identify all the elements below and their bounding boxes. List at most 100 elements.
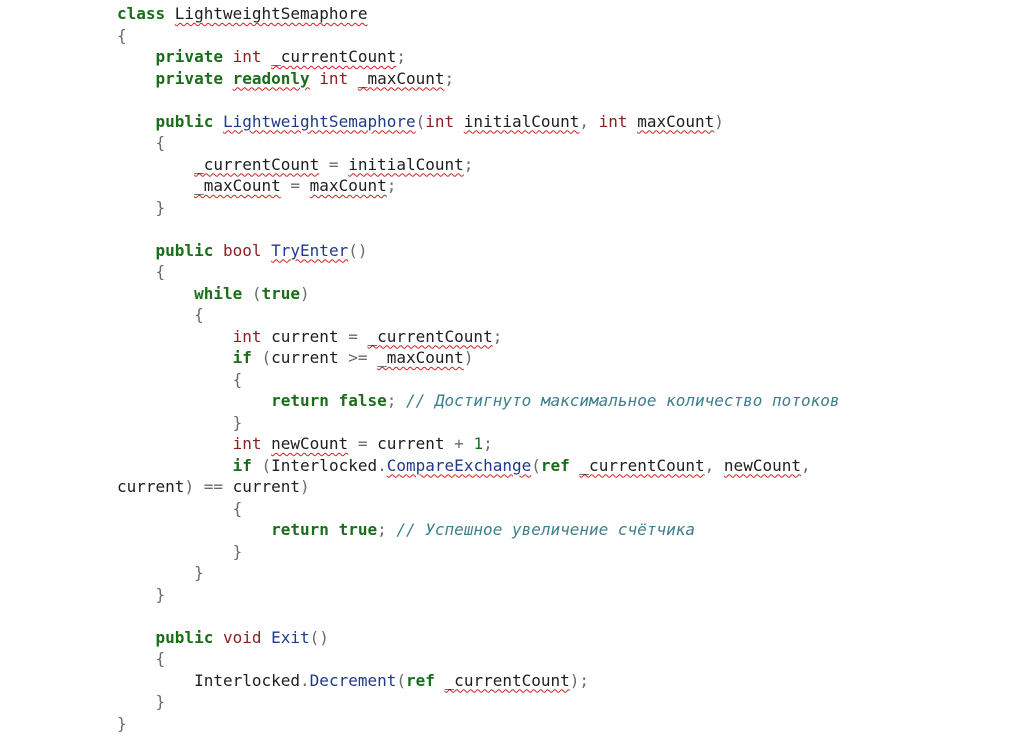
code-line: private readonly int _maxCount; bbox=[117, 68, 455, 90]
code-token bbox=[117, 348, 233, 367]
code-token: Interlocked bbox=[271, 455, 378, 475]
code-token: >= bbox=[338, 348, 378, 367]
code-token: ); bbox=[569, 670, 590, 690]
code-line: } bbox=[117, 584, 166, 606]
code-token bbox=[117, 327, 233, 346]
code-token: TryEnter bbox=[271, 240, 349, 260]
code-token: _currentCount bbox=[271, 47, 397, 66]
code-token: ref bbox=[406, 670, 445, 690]
code-line: } bbox=[117, 197, 166, 219]
code-token: ) bbox=[463, 348, 474, 367]
code-token bbox=[117, 499, 233, 518]
code-line: current) == current) bbox=[117, 476, 310, 498]
code-token bbox=[117, 262, 156, 281]
code-line: { bbox=[117, 498, 243, 520]
code-token: ; bbox=[483, 434, 493, 453]
code-line: if (Interlocked.CompareExchange(ref _cur… bbox=[117, 455, 811, 477]
code-token bbox=[117, 176, 194, 195]
code-token: current bbox=[271, 348, 339, 367]
code-token: maxCount bbox=[637, 111, 715, 131]
code-token: = bbox=[338, 326, 368, 346]
code-line: _maxCount = maxCount; bbox=[117, 175, 396, 197]
code-token: _maxCount bbox=[377, 348, 464, 367]
code-token: ; bbox=[396, 47, 406, 66]
code-token: } bbox=[155, 584, 166, 604]
code-token: . bbox=[377, 455, 387, 475]
code-token bbox=[117, 413, 233, 432]
code-token: int bbox=[232, 326, 272, 346]
code-token bbox=[117, 47, 156, 66]
code-token: newCount bbox=[723, 455, 801, 475]
code-token: } bbox=[117, 713, 127, 733]
code-line: } bbox=[117, 562, 204, 584]
code-token: private bbox=[155, 47, 233, 66]
code-token: ) == bbox=[184, 477, 233, 496]
code-token: false bbox=[338, 391, 387, 410]
code-token bbox=[117, 241, 156, 260]
code-token: ( bbox=[261, 348, 272, 367]
code-token: { bbox=[155, 649, 166, 668]
code-token: , bbox=[579, 111, 599, 131]
code-token bbox=[117, 542, 233, 561]
code-line: { bbox=[117, 648, 166, 670]
code-token: ref bbox=[540, 455, 580, 475]
code-token: private bbox=[155, 68, 233, 88]
code-token: } bbox=[155, 692, 166, 711]
code-line: } bbox=[117, 412, 243, 434]
code-line: } bbox=[117, 541, 243, 563]
code-token: , bbox=[704, 455, 724, 475]
code-token: 1 bbox=[473, 434, 484, 453]
code-token: ; bbox=[444, 68, 455, 88]
code-line: { bbox=[117, 304, 204, 326]
code-token: + bbox=[444, 434, 474, 453]
code-line: public bool TryEnter() bbox=[117, 240, 368, 262]
code-token: bool bbox=[222, 240, 272, 260]
code-token: int bbox=[232, 434, 272, 453]
code-token bbox=[117, 520, 271, 539]
code-token bbox=[117, 198, 156, 217]
code-token: public bbox=[155, 627, 223, 647]
code-token: return bbox=[271, 520, 339, 539]
code-token bbox=[117, 671, 194, 690]
code-token: , bbox=[800, 455, 811, 475]
code-token: public bbox=[155, 240, 223, 260]
code-token: { bbox=[117, 25, 127, 45]
code-line: { bbox=[117, 132, 166, 154]
code-token: true bbox=[261, 283, 301, 303]
code-token: return bbox=[271, 391, 339, 410]
code-token: . bbox=[300, 670, 310, 690]
code-token: ) bbox=[300, 477, 310, 496]
code-line: public void Exit() bbox=[117, 627, 329, 649]
code-token: _currentCount bbox=[194, 154, 320, 174]
code-token: Interlocked bbox=[194, 670, 301, 690]
code-token: class bbox=[117, 4, 175, 23]
code-token: initialCount bbox=[348, 154, 464, 174]
code-token: _currentCount bbox=[367, 326, 493, 346]
code-token: LightweightSemaphore bbox=[222, 111, 416, 131]
code-token: ( bbox=[251, 283, 262, 303]
code-token: { bbox=[232, 369, 243, 389]
code-line: if (current >= _maxCount) bbox=[117, 347, 474, 369]
code-token: ( bbox=[415, 111, 426, 131]
code-token: () bbox=[348, 240, 368, 260]
code-token: _maxCount bbox=[194, 176, 281, 195]
code-token: int bbox=[598, 111, 638, 131]
code-token: _maxCount bbox=[357, 68, 445, 88]
code-token bbox=[117, 133, 156, 152]
code-token: if bbox=[232, 348, 262, 367]
code-token bbox=[117, 112, 156, 131]
code-token bbox=[117, 155, 194, 174]
code-token: ; bbox=[386, 391, 406, 410]
code-token: initialCount bbox=[463, 111, 580, 131]
code-line: class LightweightSemaphore bbox=[117, 3, 367, 25]
code-line: { bbox=[117, 261, 166, 283]
code-token: ) bbox=[300, 283, 310, 303]
code-line: public LightweightSemaphore(int initialC… bbox=[117, 111, 724, 133]
code-token: ; bbox=[386, 176, 397, 195]
code-token: LightweightSemaphore bbox=[174, 4, 368, 23]
code-token: true bbox=[338, 520, 378, 539]
code-line: private int _currentCount; bbox=[117, 46, 406, 68]
code-token: _currentCount bbox=[444, 670, 570, 690]
code-token: ( bbox=[531, 455, 541, 475]
